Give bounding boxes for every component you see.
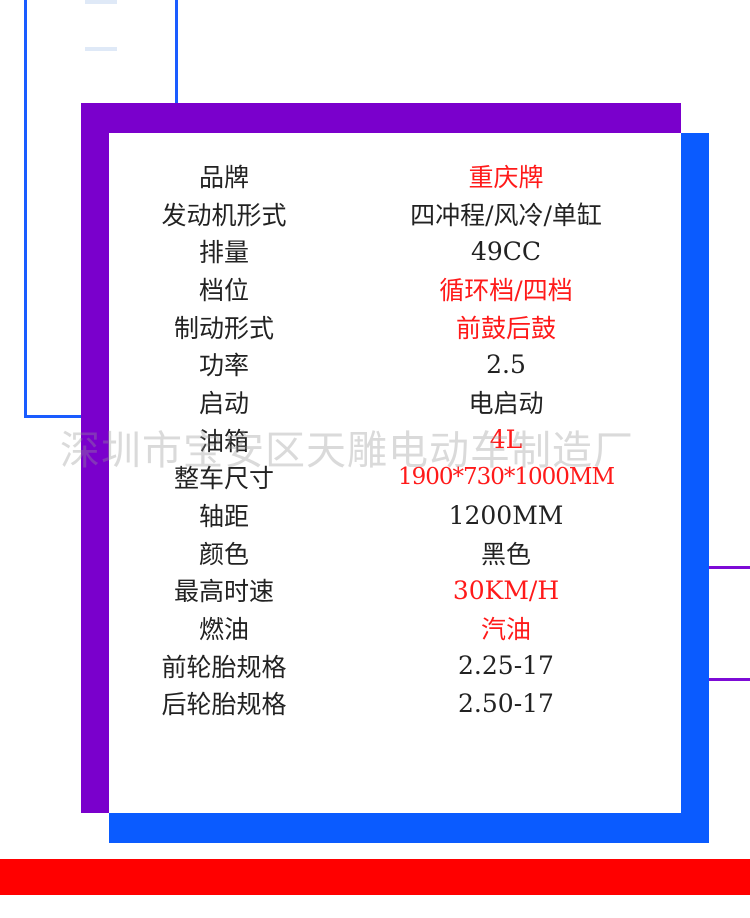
decor-line-right-lower xyxy=(682,678,750,681)
spec-value: 汽油 xyxy=(480,615,531,645)
spec-label: 档位 xyxy=(198,275,249,305)
spec-value: 1200MM xyxy=(448,500,564,530)
spec-label: 发动机形式 xyxy=(161,200,287,230)
spec-row: 轴距 1200MM xyxy=(109,496,681,534)
spec-label: 颜色 xyxy=(198,539,249,569)
watermark-text: 深圳市宝安区天雕电动车制造厂 xyxy=(60,428,634,474)
spec-label: 功率 xyxy=(198,351,249,381)
spec-card xyxy=(109,133,681,813)
spec-row: 最高时速 30KM/H xyxy=(109,572,681,610)
decor-line-left-vertical xyxy=(24,0,27,418)
spec-label: 整车尺寸 xyxy=(173,464,274,494)
spec-label: 燃油 xyxy=(198,615,249,645)
spec-label: 最高时速 xyxy=(173,577,274,607)
spec-row: 品牌 重庆牌 xyxy=(109,157,681,195)
spec-value: 电启动 xyxy=(468,388,544,418)
spec-value: 49CC xyxy=(470,236,542,266)
decor-tick-top xyxy=(85,0,117,4)
spec-row: 后轮胎规格 2.50-17 xyxy=(109,685,681,723)
spec-row: 颜色 黑色 xyxy=(109,534,681,572)
spec-value: 4L xyxy=(489,425,523,455)
spec-label: 品牌 xyxy=(198,162,249,192)
spec-value: 四冲程/风冷/单缸 xyxy=(410,200,602,230)
spec-value: 2.50-17 xyxy=(458,688,554,718)
spec-value: 2.5 xyxy=(486,349,526,379)
decor-tick-second xyxy=(85,47,117,51)
spec-label: 前轮胎规格 xyxy=(161,652,287,682)
spec-row: 档位 循环档/四档 xyxy=(109,270,681,308)
spec-value: 重庆牌 xyxy=(468,162,544,192)
bottom-red-band xyxy=(0,859,750,895)
decor-line-right-upper xyxy=(682,566,750,569)
decor-line-left-horizontal xyxy=(24,415,109,418)
spec-label: 轴距 xyxy=(198,502,249,532)
spec-row: 发动机形式 四冲程/风冷/单缸 xyxy=(109,195,681,233)
spec-value: 30KM/H xyxy=(452,575,560,605)
spec-row: 整车尺寸 1900*730*1000MM xyxy=(109,459,681,497)
spec-value: 2.25-17 xyxy=(458,651,554,681)
spec-value: 前鼓后鼓 xyxy=(455,313,556,343)
spec-label: 制动形式 xyxy=(173,313,274,343)
spec-row: 燃油 汽油 xyxy=(109,609,681,647)
spec-label: 启动 xyxy=(198,388,249,418)
spec-label: 后轮胎规格 xyxy=(161,690,287,720)
spec-row: 启动 电启动 xyxy=(109,383,681,421)
spec-value: 循环档/四档 xyxy=(439,275,573,305)
spec-row: 油箱 4L xyxy=(109,421,681,459)
spec-row: 排量 49CC xyxy=(109,232,681,270)
decor-line-top-vertical xyxy=(175,0,178,133)
spec-row: 功率 2.5 xyxy=(109,345,681,383)
spec-row: 前轮胎规格 2.25-17 xyxy=(109,647,681,685)
spec-label: 油箱 xyxy=(198,426,249,456)
spec-value: 黑色 xyxy=(480,539,531,569)
spec-label: 排量 xyxy=(198,238,249,268)
spec-value: 1900*730*1000MM xyxy=(397,464,615,491)
spec-row: 制动形式 前鼓后鼓 xyxy=(109,308,681,346)
spec-table: 品牌 重庆牌 发动机形式 四冲程/风冷/单缸 排量 49CC 档位 循环档/四档 制动形… xyxy=(109,157,681,722)
